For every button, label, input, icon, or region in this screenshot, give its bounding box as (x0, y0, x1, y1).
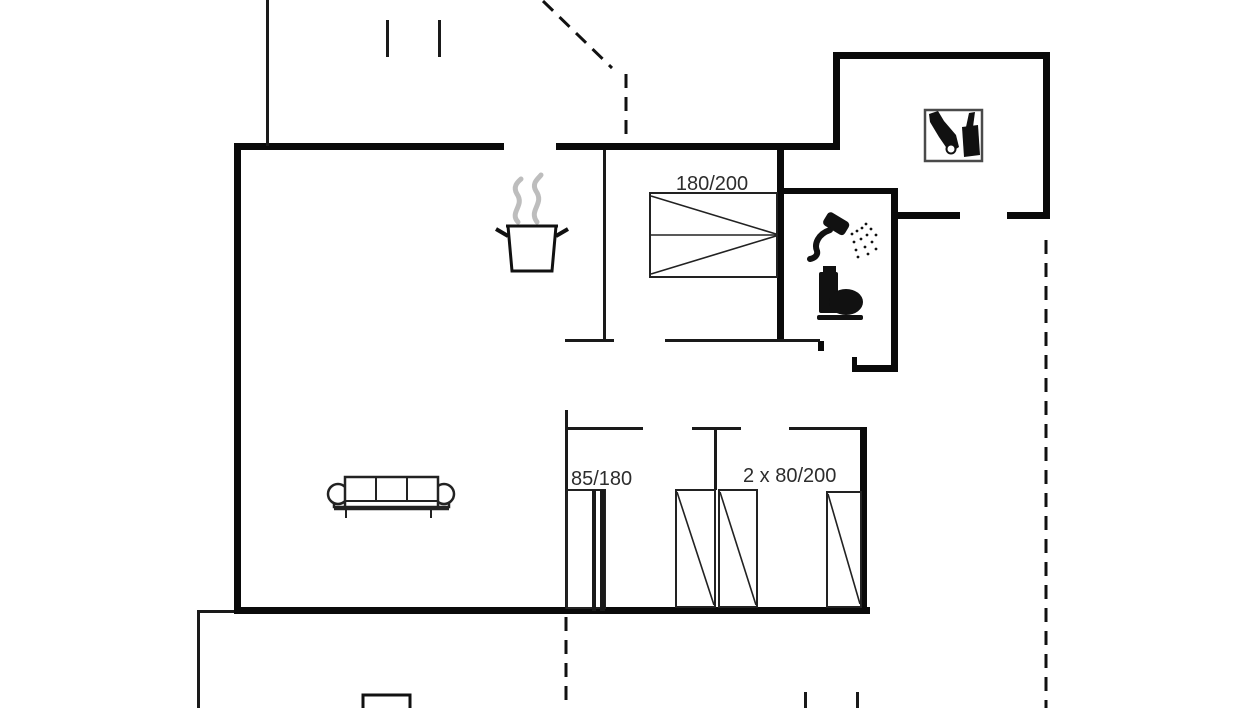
bed-diagonal (650, 235, 777, 275)
single-bed (566, 489, 606, 611)
shower-arm (807, 227, 833, 262)
double-bed (649, 192, 778, 278)
wall-segment (556, 143, 840, 150)
partition-wall (789, 427, 860, 430)
bed-outline (566, 489, 606, 609)
bed-diagonal (827, 493, 861, 605)
terrace-tick (804, 692, 807, 708)
dashed-boundaries (541, 0, 1048, 708)
wall-segment (1007, 212, 1050, 219)
dashed-line (541, 0, 614, 70)
single-bed-size-label: 85/180 (571, 468, 632, 490)
terrace-tick (386, 20, 389, 57)
wall-segment (860, 427, 867, 614)
steam-wisp (531, 172, 544, 225)
bottle-right-body (962, 125, 980, 157)
pot-handle (554, 227, 570, 238)
terrace-edge (197, 610, 234, 613)
sofa-seat (343, 475, 440, 509)
bed-diagonal (719, 491, 757, 606)
wall-segment (234, 143, 241, 614)
wall-segment (833, 52, 840, 150)
bed-rail (592, 490, 596, 611)
sofa (326, 475, 456, 518)
bottle-cap (945, 143, 957, 155)
wall-segment (896, 212, 960, 219)
partition-wall (565, 339, 614, 342)
toilet-lid (823, 266, 836, 273)
steam-wisp (512, 176, 524, 225)
shower-spray (850, 222, 878, 259)
wall-segment (1043, 52, 1050, 219)
terrace-table (361, 693, 412, 708)
partition-wall (714, 430, 717, 490)
toilet-base (817, 315, 863, 320)
partition-wall (692, 427, 741, 430)
walls (234, 52, 1050, 614)
terrace-edge (197, 610, 200, 708)
door-jamb (852, 365, 898, 372)
shower-head (823, 212, 850, 236)
pot-handle (494, 227, 510, 238)
bunk-beds (675, 489, 862, 608)
bed-diagonal (676, 491, 715, 606)
door-jamb (818, 341, 824, 351)
pot-body (506, 224, 558, 273)
thin-walls (197, 0, 860, 708)
steam-pot-icon (494, 172, 570, 273)
wall-segment (234, 607, 870, 614)
wall-segment (833, 52, 1050, 59)
bottles-icon (923, 108, 984, 163)
bunk-beds-size-label: 2 x 80/200 (743, 465, 836, 487)
wall-segment (891, 188, 898, 371)
partition-wall (603, 150, 606, 340)
partition-wall (566, 427, 643, 430)
shower-icon (807, 212, 878, 262)
terrace-tick (438, 20, 441, 57)
bed-rail (600, 490, 605, 611)
wall-segment (777, 143, 784, 340)
terrace-tick (856, 692, 859, 708)
bottle-left (929, 111, 959, 153)
wall-segment (777, 188, 898, 194)
toilet-icon (817, 266, 863, 320)
terrace-edge (266, 0, 269, 146)
door-jamb (852, 357, 857, 372)
double-bed-size-label: 180/200 (676, 173, 748, 195)
partition-wall (665, 339, 820, 342)
bottle-right-neck (966, 112, 975, 127)
toilet-bowl (829, 289, 863, 315)
wall-segment (234, 143, 504, 150)
bed-diagonal (650, 195, 777, 235)
